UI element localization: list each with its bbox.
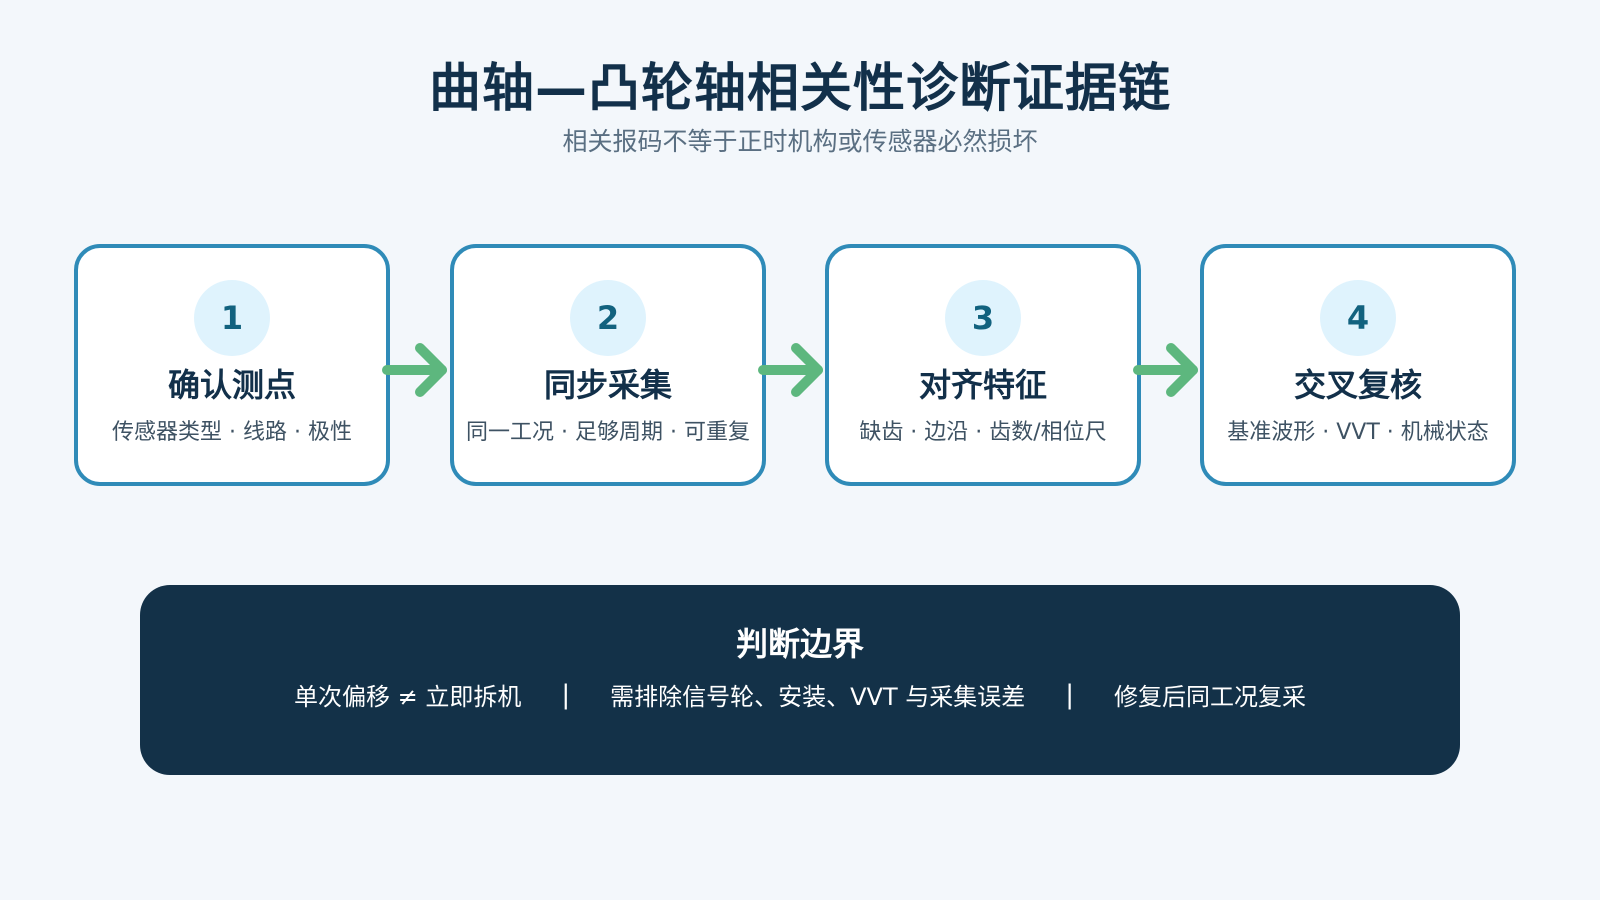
panel-item: 单次偏移 ≠ 立即拆机 <box>293 683 522 711</box>
step-card-3: 3 对齐特征 缺齿 · 边沿 · 齿数/相位尺 <box>825 244 1141 486</box>
step-detail: 同一工况 · 足够周期 · 可重复 <box>466 420 750 445</box>
page-title: 曲轴—凸轮轴相关性诊断证据链 <box>428 59 1171 119</box>
panel-separator: | <box>561 679 571 710</box>
step-card-1: 1 确认测点 传感器类型 · 线路 · 极性 <box>74 244 390 486</box>
judgment-boundary-panel: 判断边界 单次偏移 ≠ 立即拆机 | 需排除信号轮、安装、VVT 与采集误差 |… <box>140 585 1460 775</box>
step-detail: 基准波形 · VVT · 机械状态 <box>1227 420 1489 445</box>
arrow-right-icon <box>758 343 823 397</box>
panel-item: 需排除信号轮、安装、VVT 与采集误差 <box>610 683 1026 711</box>
step-title: 交叉复核 <box>1293 366 1422 404</box>
page-subtitle: 相关报码不等于正时机构或传感器必然损坏 <box>562 127 1038 156</box>
step-card-4: 4 交叉复核 基准波形 · VVT · 机械状态 <box>1200 244 1516 486</box>
step-title: 确认测点 <box>167 366 296 404</box>
step-number-badge: 4 <box>1320 280 1396 356</box>
step-title: 对齐特征 <box>918 366 1047 404</box>
arrow-right-icon <box>1133 343 1198 397</box>
panel-item: 修复后同工况复采 <box>1114 683 1307 711</box>
panel-items: 单次偏移 ≠ 立即拆机 | 需排除信号轮、安装、VVT 与采集误差 | 修复后同… <box>140 677 1460 712</box>
step-detail: 缺齿 · 边沿 · 齿数/相位尺 <box>859 420 1107 445</box>
step-number-badge: 1 <box>194 280 270 356</box>
step-number-badge: 3 <box>945 280 1021 356</box>
panel-title: 判断边界 <box>735 625 864 663</box>
step-card-2: 2 同步采集 同一工况 · 足够周期 · 可重复 <box>450 244 766 486</box>
step-detail: 传感器类型 · 线路 · 极性 <box>112 420 352 445</box>
arrow-right-icon <box>382 343 447 397</box>
step-title: 同步采集 <box>543 366 672 404</box>
step-number-badge: 2 <box>570 280 646 356</box>
panel-separator: | <box>1065 679 1075 710</box>
